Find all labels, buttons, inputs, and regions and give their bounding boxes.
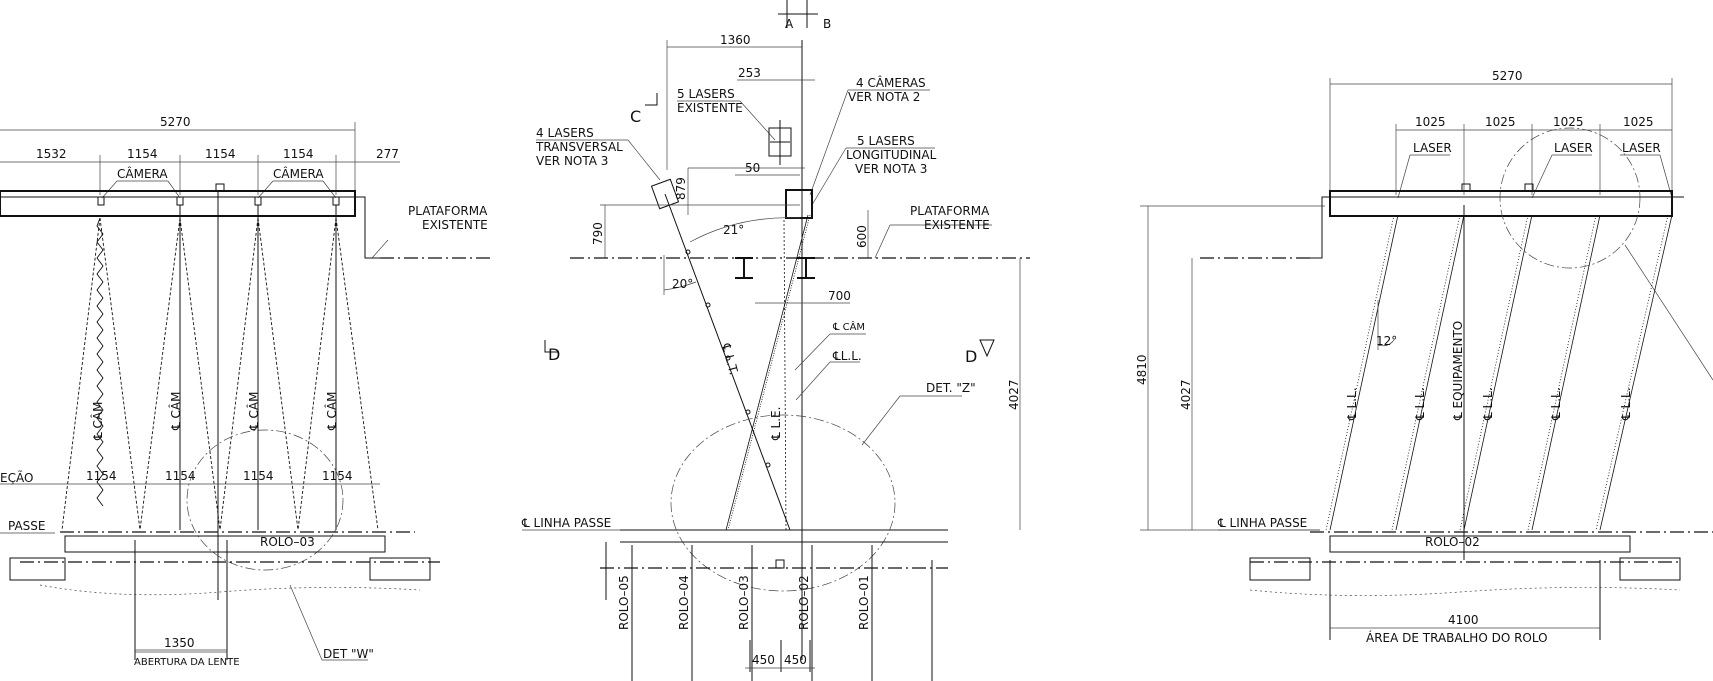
section-a-label: A: [785, 17, 794, 31]
right-linha-passe: ℄ LINHA PASSE: [1217, 516, 1307, 530]
right-dim-4100: 4100: [1448, 613, 1479, 627]
lasers-existente-2: EXISTENTE: [677, 101, 743, 115]
left-mid-dim-3: 1154: [243, 469, 274, 483]
section-c-label: C: [630, 107, 641, 126]
left-cam-axis-2: ℄ CÂM: [168, 392, 183, 431]
left-mid-dim-2: 1154: [165, 469, 196, 483]
center-dim-253: 253: [738, 66, 761, 80]
right-dim-total: 5270: [1492, 69, 1523, 83]
left-abertura-label: ABERTURA DA LENTE: [134, 657, 240, 668]
lasers-transv-1: 4 LASERS: [536, 126, 594, 140]
center-dim-450-b: 450: [784, 653, 807, 667]
left-camera-label-2: CÂMERA: [273, 166, 324, 181]
rolo-02: ROLO–02: [797, 575, 811, 630]
right-axis-ll-1: ℄ L.L.: [1345, 387, 1359, 421]
lasers-existente-1: 5 LASERS: [677, 87, 735, 101]
left-cam-axis-3: ℄ CÂM: [246, 392, 261, 431]
center-dim-1360: 1360: [720, 33, 751, 47]
left-dim-1532: 1532: [36, 147, 67, 161]
angle-21: 21°: [723, 223, 744, 237]
lasers-long-3: VER NOTA 3: [855, 162, 927, 176]
right-dim-1025-2: 1025: [1485, 115, 1516, 129]
right-area-label: ÁREA DE TRABALHO DO ROLO: [1366, 630, 1548, 645]
center-dim-600: 600: [855, 225, 869, 248]
right-rolo-label: ROLO–02: [1425, 535, 1480, 549]
center-dim-790: 790: [591, 222, 605, 245]
rolo-03: ROLO–03: [737, 575, 751, 630]
section-b-label: B: [823, 17, 831, 31]
center-dim-450-a: 450: [752, 653, 775, 667]
center-dim-50: 50: [745, 161, 760, 175]
center-cam-label: ℄ CÂM: [832, 320, 865, 333]
left-dim-1350: 1350: [164, 636, 195, 650]
lasers-long-2: LONGITUDINAL: [846, 148, 937, 162]
center-linha-passe: ℄ LINHA PASSE: [521, 516, 611, 530]
center-view: A B 1360 253 5 LASERS EXISTENTE 4 CÂMERA…: [521, 0, 1030, 681]
right-axis-ll-5: ℄ L.L.: [1619, 387, 1633, 421]
section-d-left: D: [548, 345, 560, 364]
center-le-label: ℄ L.E.: [769, 407, 783, 441]
det-z-label: DET. "Z": [926, 381, 976, 395]
cameras-label-1: 4 CÂMERAS: [856, 75, 926, 90]
right-dim-1025-3: 1025: [1553, 115, 1584, 129]
center-dim-879: 879: [674, 177, 688, 200]
right-laser-label-1: LASER: [1413, 141, 1452, 155]
lasers-transv-2: TRANSVERSAL: [535, 140, 623, 154]
rolo-01: ROLO–01: [857, 575, 871, 630]
right-axis-equipamento: ℄ EQUIPAMENTO: [1451, 321, 1465, 421]
center-ll-label: ℄L.L.: [832, 349, 862, 363]
left-camera-label-1: CÂMERA: [117, 166, 168, 181]
left-dim-total: 5270: [160, 115, 191, 129]
section-d-right: D: [965, 347, 977, 366]
lasers-transv-3: VER NOTA 3: [536, 154, 608, 168]
left-dim-1154-c: 1154: [283, 147, 314, 161]
center-dim-700: 700: [828, 289, 851, 303]
right-axis-ll-3: ℄ L.L.: [1481, 387, 1495, 421]
left-dim-1154-a: 1154: [127, 147, 158, 161]
left-mid-dim-4: 1154: [322, 469, 353, 483]
center-dim-4027: 4027: [1007, 379, 1021, 410]
rolo-04: ROLO–04: [677, 575, 691, 630]
left-plataforma-2: EXISTENTE: [422, 218, 488, 232]
left-projecao-label: EÇÃO: [0, 470, 33, 485]
left-dim-277: 277: [376, 147, 399, 161]
right-dim-4810: 4810: [1135, 354, 1149, 385]
right-laser-label-3: LASER: [1622, 141, 1661, 155]
left-det-w: DET "W": [323, 647, 374, 661]
left-cam-axis-4: ℄ CÂM: [324, 392, 339, 431]
right-laser-label-2: LASER: [1554, 141, 1593, 155]
left-view: 5270 1532 1154 1154 1154 277 CÂMERA CÂME…: [0, 115, 492, 668]
angle-20: 20°: [672, 277, 693, 291]
right-dim-1025-1: 1025: [1415, 115, 1446, 129]
center-plataforma-2: EXISTENTE: [924, 218, 990, 232]
right-axis-ll-2: ℄ L.L.: [1413, 387, 1427, 421]
left-cam-axis-1: ℄ CÂM: [90, 402, 105, 441]
lasers-long-1: 5 LASERS: [857, 134, 915, 148]
right-angle-12: 12°: [1376, 334, 1397, 348]
center-plataforma-1: PLATAFORMA: [910, 204, 990, 218]
right-dim-1025-4: 1025: [1623, 115, 1654, 129]
left-rolo-label: ROLO–03: [260, 535, 315, 549]
cameras-label-2: VER NOTA 2: [848, 90, 920, 104]
right-axis-ll-4: ℄ L.L.: [1549, 387, 1563, 421]
right-view: 5270 1025 1025 1025 1025 LASER LASER LAS…: [1135, 69, 1713, 645]
left-mid-dim-1: 1154: [86, 469, 117, 483]
left-plataforma-1: PLATAFORMA: [408, 204, 488, 218]
rolo-05: ROLO–05: [617, 575, 631, 630]
left-passe-label: PASSE: [8, 519, 46, 533]
center-lt-label: ℄ L.T.: [719, 341, 741, 376]
right-dim-4027: 4027: [1179, 379, 1193, 410]
left-dim-1154-b: 1154: [205, 147, 236, 161]
